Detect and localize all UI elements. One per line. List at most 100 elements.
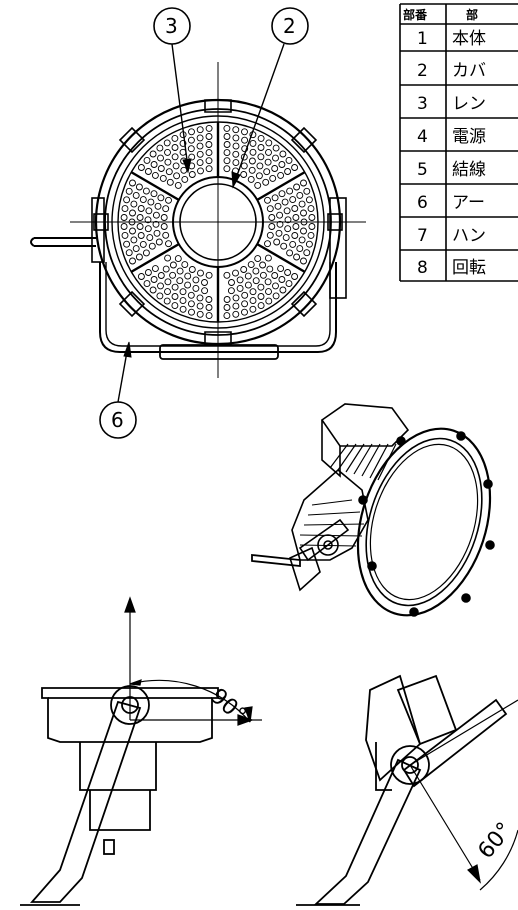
led-dot: [248, 166, 256, 174]
led-dot: [166, 178, 174, 186]
led-dot: [196, 134, 204, 142]
led-dot: [292, 214, 300, 221]
led-dot: [151, 171, 159, 179]
led-dot: [266, 205, 274, 213]
led-dot: [283, 207, 291, 215]
led-dot: [259, 261, 267, 269]
led-dot: [188, 308, 195, 316]
led-dot: [282, 234, 290, 242]
led-dot: [307, 205, 315, 213]
led-dot: [272, 154, 279, 162]
table-row-name: レン: [452, 94, 486, 114]
center-lines: [70, 62, 366, 378]
led-dot: [165, 168, 173, 176]
led-dot: [265, 139, 273, 147]
led-dot: [293, 253, 301, 261]
led-dot: [147, 198, 155, 206]
led-dot: [241, 291, 249, 299]
led-dot: [274, 202, 282, 210]
led-dot: [293, 183, 301, 191]
led-dot: [269, 174, 277, 182]
led-dot: [273, 238, 281, 246]
callout-3-label: 3: [165, 14, 178, 38]
led-dot: [164, 148, 171, 156]
tilt-down-angle: 60°: [473, 818, 517, 864]
led-dot: [172, 162, 180, 170]
led-dot: [164, 254, 172, 262]
led-dot: [279, 286, 287, 294]
led-dot: [249, 139, 257, 147]
led-dot: [277, 171, 285, 179]
led-dot: [291, 232, 299, 239]
led-dot: [296, 191, 304, 199]
led-dot: [146, 234, 154, 242]
led-dot: [163, 139, 171, 147]
led-dot: [307, 231, 315, 239]
led-dot: [232, 310, 240, 318]
led-dot: [223, 149, 231, 157]
led-dot: [276, 211, 284, 219]
led-dot: [205, 124, 213, 132]
led-dot: [173, 172, 181, 180]
led-dot: [144, 225, 152, 233]
led-dot: [240, 162, 248, 170]
led-dot: [241, 136, 249, 144]
led-dot: [136, 223, 144, 230]
led-dot: [205, 271, 213, 279]
led-dot: [156, 292, 164, 300]
led-dot: [130, 200, 138, 208]
led-dot: [264, 158, 272, 166]
led-dot: [232, 126, 240, 134]
led-dot: [223, 157, 231, 165]
led-dot: [187, 291, 195, 299]
led-dot: [275, 229, 283, 237]
led-dot: [187, 145, 195, 153]
led-dot: [278, 276, 286, 283]
led-dot: [223, 141, 231, 148]
led-dot: [145, 207, 153, 215]
led-dot: [153, 229, 161, 237]
led-dot: [136, 214, 144, 221]
led-dot: [254, 255, 262, 263]
led-dot: [223, 296, 231, 303]
led-dot: [291, 164, 299, 171]
led-dot: [278, 161, 286, 168]
led-dot: [162, 231, 170, 239]
led-dot: [171, 302, 179, 310]
led-dot: [188, 128, 195, 136]
led-dot: [184, 272, 192, 280]
led-dot: [137, 232, 145, 239]
led-dot: [255, 172, 263, 180]
led-dot: [236, 276, 244, 284]
led-dot: [174, 181, 182, 189]
led-dot: [150, 190, 158, 198]
led-dot: [223, 124, 231, 132]
led-dot: [205, 165, 213, 173]
led-dot: [272, 282, 279, 290]
table-row-no: 7: [417, 226, 428, 246]
led-dot: [296, 245, 304, 253]
led-dot: [272, 292, 280, 300]
led-dot: [152, 220, 160, 228]
led-dot: [303, 249, 311, 257]
led-dot: [135, 183, 143, 191]
led-dot: [151, 265, 159, 273]
led-dot: [281, 198, 289, 206]
led-dot: [228, 279, 235, 286]
led-dot: [132, 191, 140, 199]
led-dot: [223, 165, 231, 173]
led-dot: [254, 181, 262, 189]
side-view-tilt-up: [20, 685, 219, 906]
led-dot: [264, 254, 272, 262]
led-dot: [205, 149, 213, 157]
table-row-name: 電源: [452, 127, 486, 147]
led-dot: [196, 302, 204, 310]
led-dot: [244, 272, 252, 280]
led-dot: [171, 144, 179, 151]
led-dot: [137, 273, 145, 280]
led-dot: [303, 187, 311, 195]
led-dot: [266, 265, 274, 273]
led-dot: [300, 257, 307, 265]
callout-6: [99, 341, 137, 439]
led-dot: [263, 168, 271, 176]
